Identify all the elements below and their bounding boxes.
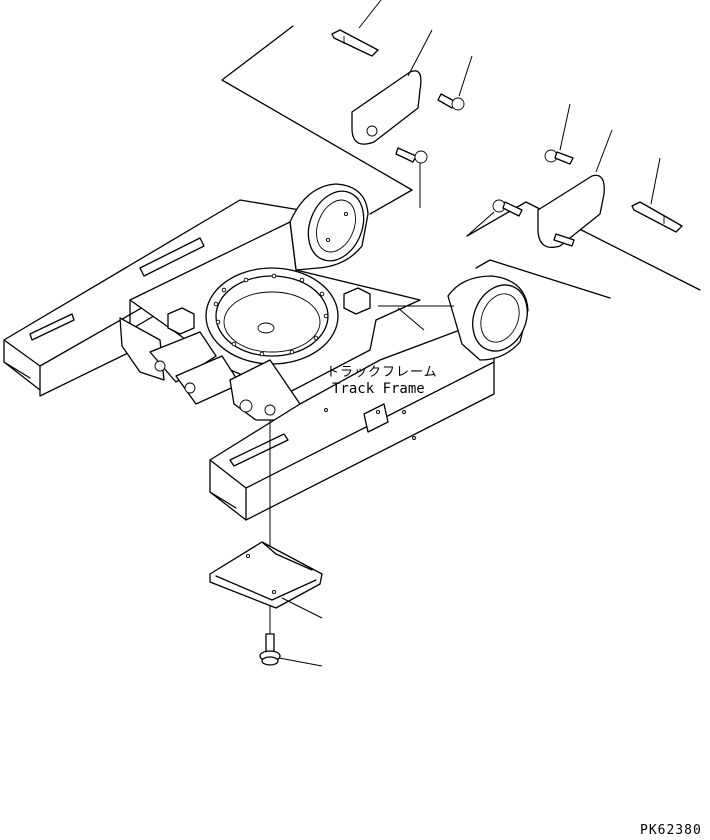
- left-cover-bolt-upper[interactable]: [437, 93, 465, 111]
- track-frame-label-jp: トラックフレーム: [326, 365, 438, 380]
- right-pin-part[interactable]: [631, 201, 683, 233]
- right-cover-assembly: [466, 103, 701, 299]
- leader-under-guard: [281, 597, 323, 619]
- left-cover-assembly: [221, 0, 473, 215]
- under-guard-bolt[interactable]: [259, 633, 281, 666]
- left-idler-cover-plate[interactable]: [351, 70, 422, 145]
- frame-block-right: [343, 287, 371, 315]
- blade-brackets: [119, 317, 301, 421]
- leader-track-frame: [397, 307, 425, 331]
- leader-left-bolt-upper: [458, 55, 473, 97]
- right-cover-bolt-upper[interactable]: [544, 149, 574, 165]
- track-frame[interactable]: [3, 183, 537, 521]
- drawing-number: PK62380: [640, 823, 702, 838]
- leader-under-guard-bolt: [278, 657, 323, 667]
- right-cover-bolt-lower[interactable]: [492, 199, 523, 217]
- leader-left-pin: [358, 0, 382, 29]
- left-cover-gasket-outline: [221, 25, 413, 215]
- leader-right-pin: [650, 157, 661, 205]
- frame-block-left: [167, 307, 195, 335]
- leader-left-cover: [407, 29, 433, 77]
- left-cover-bolt-lower[interactable]: [395, 147, 428, 164]
- right-idler-cover-plate[interactable]: [537, 174, 605, 249]
- right-cover-gasket-outline: [466, 201, 701, 291]
- track-frame-label-en: Track Frame: [332, 381, 425, 397]
- under-guard-assembly: [209, 420, 323, 667]
- swing-circle-ring: [205, 267, 339, 365]
- left-pin-part[interactable]: [331, 29, 379, 57]
- leader-right-bolt-lower: [466, 211, 495, 237]
- leader-right-bolt-upper: [559, 103, 571, 151]
- leader-right-cover: [595, 129, 613, 173]
- left-cover-hole: [366, 125, 378, 137]
